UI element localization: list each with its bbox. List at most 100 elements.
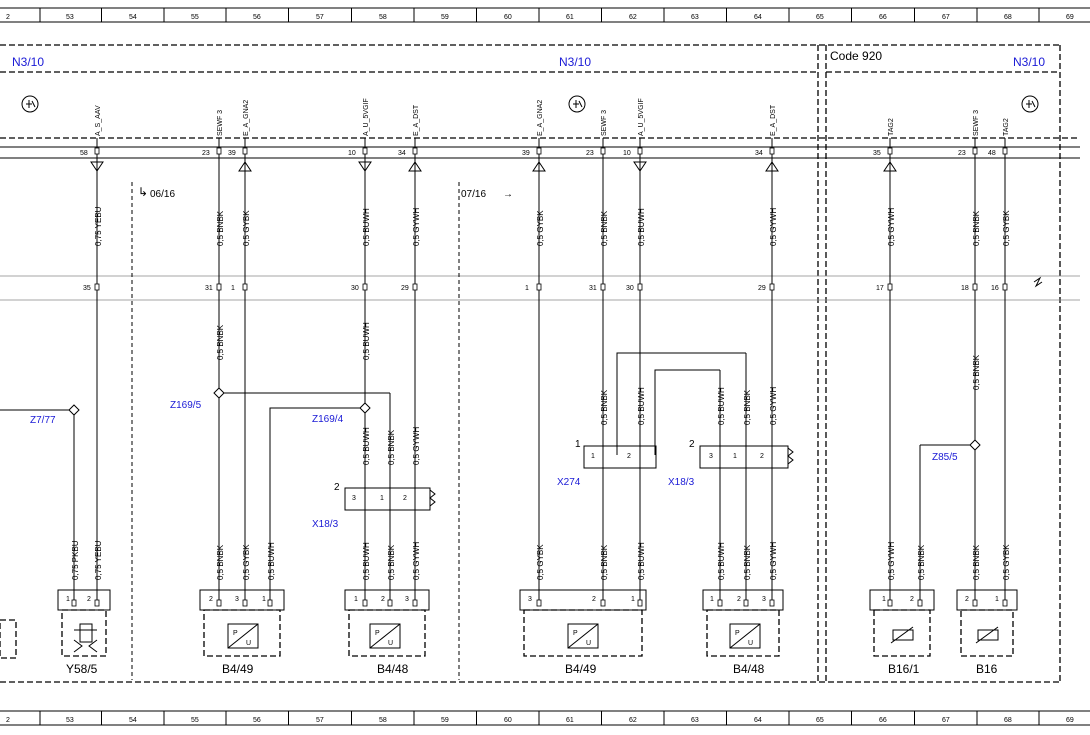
component-label: B4/48	[733, 662, 765, 676]
connector-pin: 2	[627, 453, 631, 460]
component-label: Y58/5	[66, 662, 98, 676]
component-pin: 3	[762, 596, 766, 603]
top-pin-number: 39	[228, 150, 236, 157]
connector-pin: 3	[352, 495, 356, 502]
mid-pin-number: 29	[758, 285, 766, 292]
signal-name: SEWF 3	[973, 110, 980, 136]
grid-number: 59	[441, 14, 449, 21]
grid-number: 55	[191, 14, 199, 21]
component-pin: 1	[354, 596, 358, 603]
grid-number: 68	[1004, 14, 1012, 21]
component-pin: 1	[66, 596, 70, 603]
grid-number: 66	[879, 14, 887, 21]
control-unit-boundary	[0, 44, 1080, 683]
top-pin-number: 23	[958, 150, 966, 157]
grid-number: 58	[379, 717, 387, 724]
version-mark-second: 07/16	[461, 189, 486, 200]
signal-name: A_U_5VGIF	[638, 98, 645, 136]
component-b4-49-a	[199, 589, 285, 657]
sensor-pressure-icon: PU	[227, 623, 259, 649]
mid-pin-number: 30	[351, 285, 359, 292]
wire-label: 0,5 BNBK	[972, 210, 981, 246]
mid-pin-number: 29	[401, 285, 409, 292]
harness-band	[0, 275, 1080, 301]
top-pin-number: 10	[348, 150, 356, 157]
top-pin-number: 48	[988, 150, 996, 157]
component-pin: 2	[381, 596, 385, 603]
grid-number: 61	[566, 717, 574, 724]
sensor-pressure-icon: PU	[567, 623, 599, 649]
component-pin: 2	[737, 596, 741, 603]
connector-x274	[583, 445, 657, 469]
grid-number: 59	[441, 717, 449, 724]
wire-label: 0,5 BNBK	[917, 544, 926, 580]
grid-number: 62	[629, 14, 637, 21]
grid-number: 62	[629, 717, 637, 724]
component-pin: 2	[209, 596, 213, 603]
grid-number: 64	[754, 717, 762, 724]
wire-label: 0,5 BNBK	[387, 429, 396, 465]
wire-label: 0,5 GYWH	[412, 208, 421, 246]
component-label: B16/1	[888, 662, 920, 676]
signal-name: A_S_AAV	[95, 105, 102, 136]
wire-label: 0,5 BUWH	[717, 387, 726, 425]
grid-number: 64	[754, 14, 762, 21]
component-pin: 1	[995, 596, 999, 603]
connector-pin: 2	[760, 453, 764, 460]
wire-label: 0,5 BUWH	[717, 542, 726, 580]
top-pin-number: 39	[522, 150, 530, 157]
wire-label: 0,5 GYWH	[769, 208, 778, 246]
grid-number: 69	[1066, 14, 1074, 21]
component-pin: 1	[631, 596, 635, 603]
splice-label-z7-77: Z7/77	[30, 415, 56, 426]
mid-pin-number: 16	[991, 285, 999, 292]
grid-number: 66	[879, 717, 887, 724]
grid-number: 60	[504, 717, 512, 724]
component-label: B4/49	[222, 662, 254, 676]
grid-number: 63	[691, 717, 699, 724]
grid-number: 57	[316, 717, 324, 724]
mid-pin-number: 35	[83, 285, 91, 292]
component-b4-49-b	[519, 589, 647, 657]
valve-icon	[73, 623, 98, 653]
component-b4-48-b	[702, 589, 784, 657]
connector-pin: 3	[709, 453, 713, 460]
grid-number: 54	[129, 717, 137, 724]
partial-component	[0, 619, 17, 659]
wire-label: 0,5 BUWH	[362, 427, 371, 465]
splice-point	[213, 387, 225, 399]
connector-number: 2	[334, 482, 340, 493]
temperature-sensor-icon	[975, 626, 999, 644]
wire-label: 0,5 GYWH	[412, 542, 421, 580]
grid-number: 56	[253, 14, 261, 21]
connector-label: X18/3	[312, 519, 339, 530]
sensor-pressure-icon: PU	[729, 623, 761, 649]
wire-label: 0,5 BUWH	[637, 542, 646, 580]
top-pin-number: 34	[398, 150, 406, 157]
signal-name: SEWF 3	[601, 110, 608, 136]
version-mark-first: 06/16	[150, 189, 175, 200]
svg-text:P: P	[233, 630, 238, 637]
component-label: B4/48	[377, 662, 409, 676]
connector-number: 1	[575, 439, 581, 450]
signal-name: TAG2	[888, 118, 895, 136]
grid-number: 67	[942, 717, 950, 724]
component-pin: 1	[710, 596, 714, 603]
grid-number: 2	[6, 14, 10, 21]
area-label-right: N3/10	[1013, 55, 1045, 69]
wire-label: 0,5 BNBK	[600, 544, 609, 580]
wire-label: 0,5 GYBK	[536, 210, 545, 246]
signal-name: E_A_DST	[770, 104, 777, 136]
sensor-pressure-icon: PU	[369, 623, 401, 649]
svg-text:U: U	[246, 640, 251, 647]
grid-number: 55	[191, 717, 199, 724]
top-pin-number: 34	[755, 150, 763, 157]
grid-number: 56	[253, 717, 261, 724]
signal-name: SEWF 3	[217, 110, 224, 136]
signal-name: A_U_5VGIF	[363, 98, 370, 136]
grid-number: 68	[1004, 717, 1012, 724]
mid-pin-number: 17	[876, 285, 884, 292]
wire-label: 0,5 BUWH	[362, 322, 371, 360]
grid-number: 54	[129, 14, 137, 21]
